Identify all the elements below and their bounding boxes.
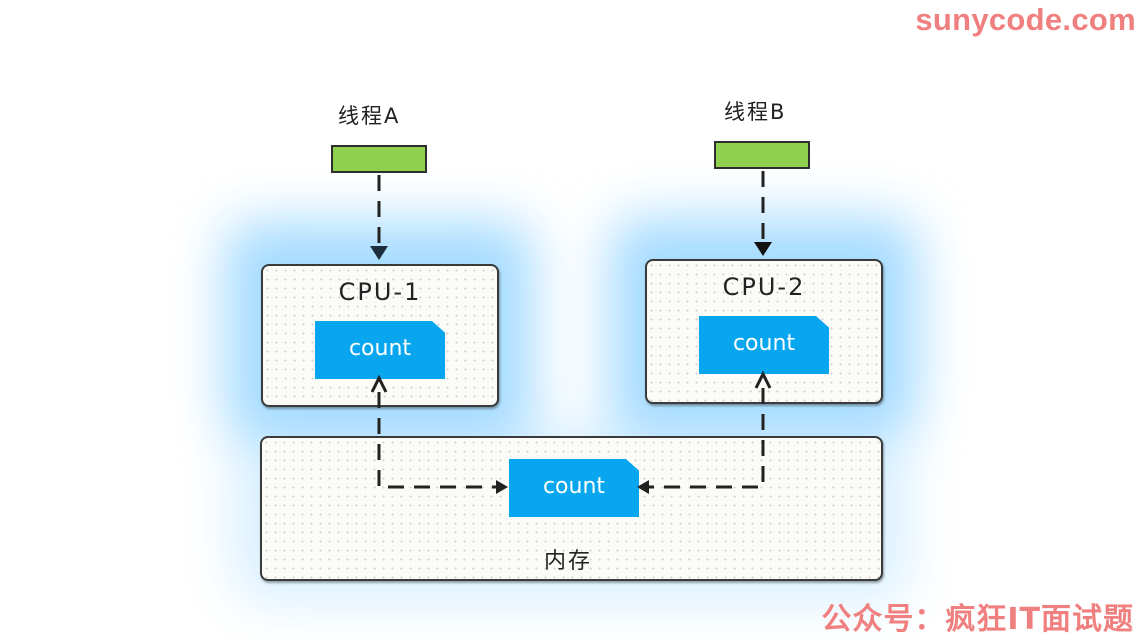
cpu-2-title: CPU-2	[722, 273, 806, 301]
memory-label: 内存	[544, 549, 593, 574]
cpu-2-box: CPU-2 count	[645, 259, 883, 404]
thread-b-label: 线程B	[724, 100, 787, 124]
thread-a-label: 线程A	[338, 104, 401, 128]
memory-count-variable: count	[509, 459, 639, 517]
memory-box: count 内存	[260, 436, 883, 581]
cpu-2-count-cache: count	[699, 316, 829, 374]
watermark-account: 公众号：疯狂IT面试题	[821, 602, 1134, 637]
cpu-1-count-cache: count	[315, 321, 445, 379]
cpu-1-title: CPU-1	[338, 278, 422, 306]
cpu-1-box: CPU-1 count	[261, 264, 499, 407]
thread-b-bar	[714, 141, 810, 169]
watermark-site: sunycode.com	[915, 2, 1136, 37]
thread-a-bar	[331, 145, 427, 173]
